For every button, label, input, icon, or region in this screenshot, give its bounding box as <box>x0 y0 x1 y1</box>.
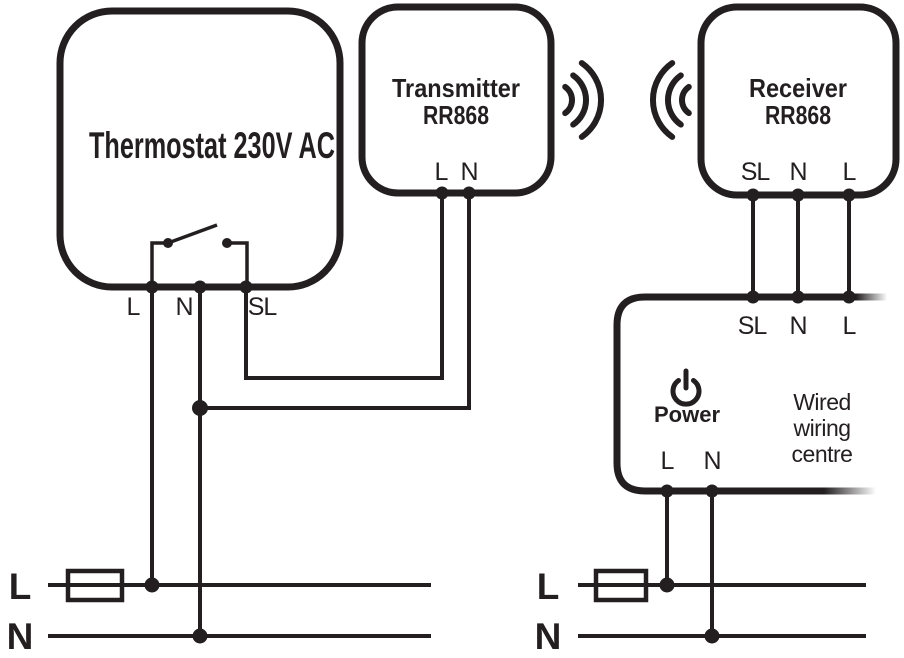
top-edge-fade <box>856 286 904 308</box>
wire-transmitter-n-to-neutral <box>200 193 471 410</box>
transmitter: Transmitter RR868 L N <box>358 3 555 200</box>
wiring-centre-terminal-n <box>791 290 805 304</box>
power-label: Power <box>654 402 720 427</box>
receiver-terminal-l <box>842 188 856 202</box>
wiring-centre-top-label-l: L <box>843 312 857 340</box>
live-label-right: L <box>537 566 560 607</box>
thermostat-terminal-n <box>193 280 207 294</box>
receiver-terminal-sl <box>746 188 760 202</box>
thermostat-terminal-label-sl: SL <box>248 293 278 321</box>
junction-dot-live-right <box>659 577 675 593</box>
receiver-terminal-label-n: N <box>789 158 806 186</box>
junction-dot-live-left <box>144 577 160 593</box>
power-icon <box>670 368 702 407</box>
thermostat: Thermostat 230V AC L N SL <box>56 7 344 321</box>
wiring-centre-terminal-bottom-n <box>705 484 719 498</box>
thermostat-title: Thermostat 230V AC <box>89 125 335 166</box>
wiring-centre-name-line1: Wired <box>793 389 851 415</box>
receiver-terminal-label-sl: SL <box>741 158 771 186</box>
wiring-centre-name-line3: centre <box>792 441 853 467</box>
transmitter-model: RR868 <box>423 100 489 130</box>
transmitter-terminal-l <box>435 186 449 200</box>
wire-thermostat-sl-to-transmitter-l <box>244 193 444 380</box>
transmit-waves-icon <box>562 60 605 140</box>
transmitter-name: Transmitter <box>392 73 520 103</box>
switch-blade <box>167 223 218 245</box>
switch-right-leg <box>227 241 249 287</box>
thermostat-terminal-label-l: L <box>127 293 141 321</box>
wiring-centre-top-label-sl: SL <box>738 312 768 340</box>
receiver-terminal-n <box>791 188 805 202</box>
wiring-centre-bottom-label-n: N <box>703 447 720 475</box>
connection-wires <box>144 193 851 644</box>
receiver: Receiver RR868 SL N L <box>697 3 900 202</box>
receiver-terminal-label-l: L <box>843 158 857 186</box>
thermostat-terminal-l <box>145 280 159 294</box>
wiring-centre-box <box>613 293 904 495</box>
thermostat-switch <box>150 223 249 287</box>
wiring-centre-bottom-label-l: L <box>661 447 675 475</box>
transmitter-terminal-label-n: N <box>460 158 477 186</box>
wireless-link <box>562 60 692 140</box>
mains-supply-right: L N <box>535 566 866 657</box>
receiver-model: RR868 <box>765 100 831 130</box>
switch-left-leg <box>150 241 168 287</box>
wiring-centre-terminal-sl <box>746 290 760 304</box>
wiring-centre-top-label-n: N <box>789 312 806 340</box>
transmitter-box <box>358 3 555 197</box>
wiring-centre-terminal-bottom-l <box>660 484 674 498</box>
wiring-centre-name-line2: wiring <box>792 415 850 441</box>
fuse-symbol-left <box>65 568 125 603</box>
junction-dot-neutral-right <box>704 628 720 644</box>
neutral-label-left: N <box>7 616 34 657</box>
switch-pole-dot <box>163 238 173 248</box>
receive-waves-icon <box>649 60 692 140</box>
neutral-label-right: N <box>535 616 562 657</box>
thermostat-terminal-label-n: N <box>175 293 192 321</box>
bottom-edge-fade <box>824 480 904 502</box>
junction-dot-neutral-left <box>192 628 208 644</box>
live-label-left: L <box>9 566 32 607</box>
wiring-centre-terminal-l <box>842 290 856 304</box>
mains-supply-left: L N <box>7 566 431 657</box>
switch-contact-dot <box>222 238 232 248</box>
transmitter-terminal-label-l: L <box>435 158 449 186</box>
thermostat-terminal-sl <box>239 280 253 294</box>
fuse-symbol-right <box>593 568 649 603</box>
transmitter-terminal-n <box>462 186 476 200</box>
wiring-centre: SL N L Power Wired wiring centre L N <box>613 286 904 502</box>
junction-dot-neutral <box>192 400 208 416</box>
receiver-name: Receiver <box>749 73 847 103</box>
